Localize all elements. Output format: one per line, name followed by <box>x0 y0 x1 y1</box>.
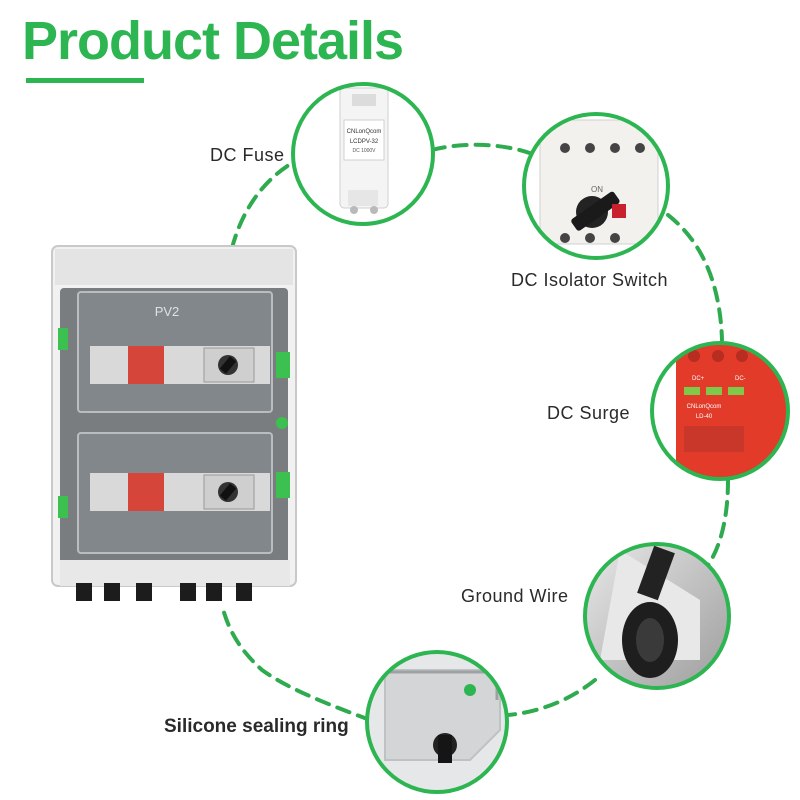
ground-wire-callout <box>583 542 731 690</box>
dc-fuse-callout: CNLonQcom LCDPV-32 DC 1000V <box>291 82 435 226</box>
panel-label: PV2 <box>155 304 180 319</box>
sealing-ring-callout <box>365 650 509 794</box>
label-ground-wire: Ground Wire <box>461 586 569 606</box>
fuse-model: LCDPV-32 <box>350 139 379 145</box>
surge-dcminus: DC- <box>735 376 746 382</box>
surge-brand: CNLonQcom <box>687 404 722 410</box>
title-underline <box>26 78 144 83</box>
surge-dcplus: DC+ <box>692 376 705 382</box>
dc-isolator-callout: ON <box>522 112 670 260</box>
fuse-brand: CNLonQcom <box>347 129 382 135</box>
label-dc-isolator-switch: DC Isolator Switch <box>511 270 669 290</box>
label-silicone-sealing-ring: Silicone sealing ring <box>164 716 349 737</box>
combiner-box: PV2 <box>51 245 297 601</box>
fuse-rating: DC 1000V <box>352 148 376 154</box>
label-dc-fuse: DC Fuse <box>210 145 285 165</box>
page-title: Product Details <box>22 11 404 71</box>
dashed-connector <box>220 142 730 722</box>
dc-surge-callout: DC+ DC- CNLonQcom LD-40 <box>650 341 790 481</box>
label-dc-surge: DC Surge <box>547 403 631 423</box>
surge-model: LD-40 <box>696 414 713 420</box>
isolator-on-mark: ON <box>591 185 603 194</box>
